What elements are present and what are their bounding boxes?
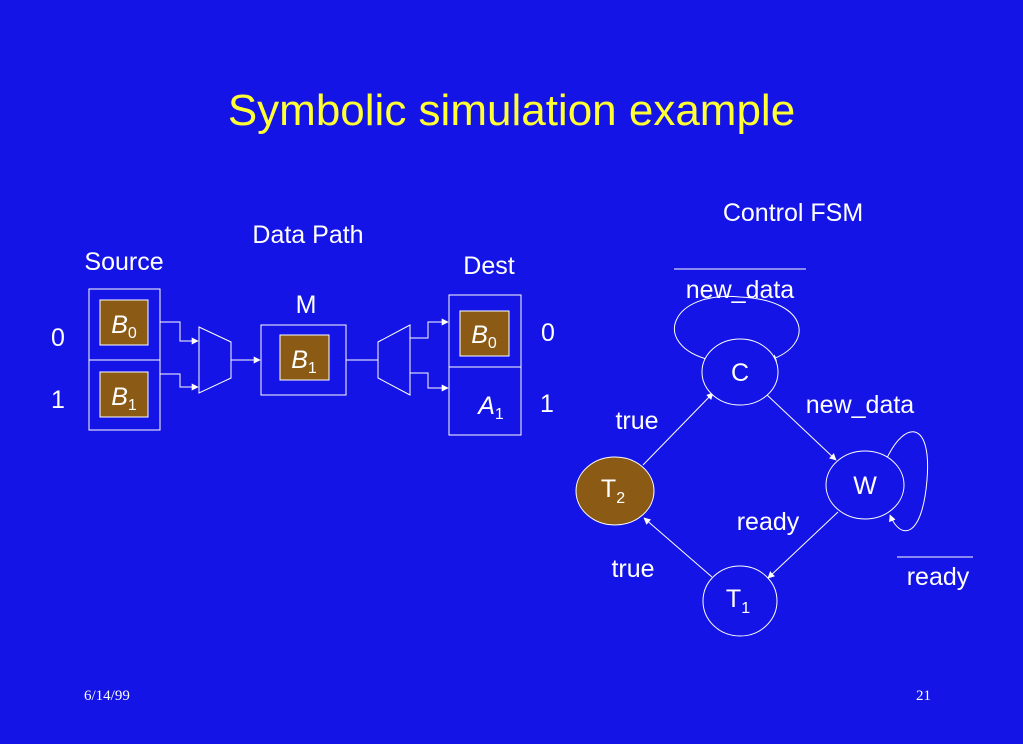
edge-c-self-label: new_data: [686, 276, 795, 304]
dest-cell-0-value: B0: [471, 321, 497, 352]
footer-date: 6/14/99: [84, 688, 130, 704]
source-cell-0-value: B0: [111, 311, 137, 342]
edge-c-to-w-label: new_data: [806, 391, 915, 419]
state-c: C: [701, 338, 779, 406]
state-t2: T2: [575, 456, 655, 526]
m-register-value: B1: [291, 346, 317, 377]
edge-t1-to-t2-label: true: [611, 555, 654, 583]
source-index-0: 0: [51, 324, 65, 352]
edge-w-self-loop: [886, 431, 929, 532]
state-w: W: [825, 450, 905, 520]
source-register-file: B0 B1: [88, 288, 161, 431]
source-cell-1: [99, 371, 149, 418]
datapath-heading: Data Path: [252, 221, 363, 249]
fsm-heading: Control FSM: [723, 199, 863, 227]
edge-c-self-loop: [674, 295, 800, 362]
dest-cell-0: [459, 310, 510, 357]
input-mux: [198, 326, 232, 394]
state-t2-label: T2: [601, 475, 625, 507]
edge-c-to-w: [765, 393, 837, 461]
dest-label: Dest: [463, 252, 514, 280]
demux-to-dest-wires: [410, 318, 449, 392]
dest-register-file: B0 A1: [448, 294, 522, 436]
dest-index-0: 0: [541, 319, 555, 347]
state-t1-label: T1: [726, 585, 750, 617]
dest-index-1: 1: [540, 390, 554, 418]
source-label: Source: [84, 248, 163, 276]
slide-title: Symbolic simulation example: [227, 86, 796, 135]
edge-w-self-label: ready: [907, 563, 970, 591]
edge-w-to-t1: [767, 511, 839, 579]
state-t1: T1: [702, 565, 778, 637]
edge-t1-to-t2: [643, 517, 713, 578]
output-demux: [377, 324, 411, 396]
m-register: B1: [260, 324, 347, 396]
source-cell-1-value: B1: [111, 383, 137, 414]
source-cell-0: [99, 299, 149, 346]
state-w-label: W: [853, 472, 877, 500]
source-index-1: 1: [51, 386, 65, 414]
state-c-label: C: [731, 359, 749, 387]
edge-w-to-t1-label: ready: [737, 508, 800, 536]
m-label: M: [296, 291, 317, 319]
source-to-mux-wires: [160, 321, 199, 391]
edge-t2-to-c-label: true: [615, 407, 658, 435]
footer-page-number: 21: [916, 688, 931, 704]
edge-t2-to-c: [642, 392, 714, 466]
dest-cell-1-value: A1: [476, 392, 504, 423]
